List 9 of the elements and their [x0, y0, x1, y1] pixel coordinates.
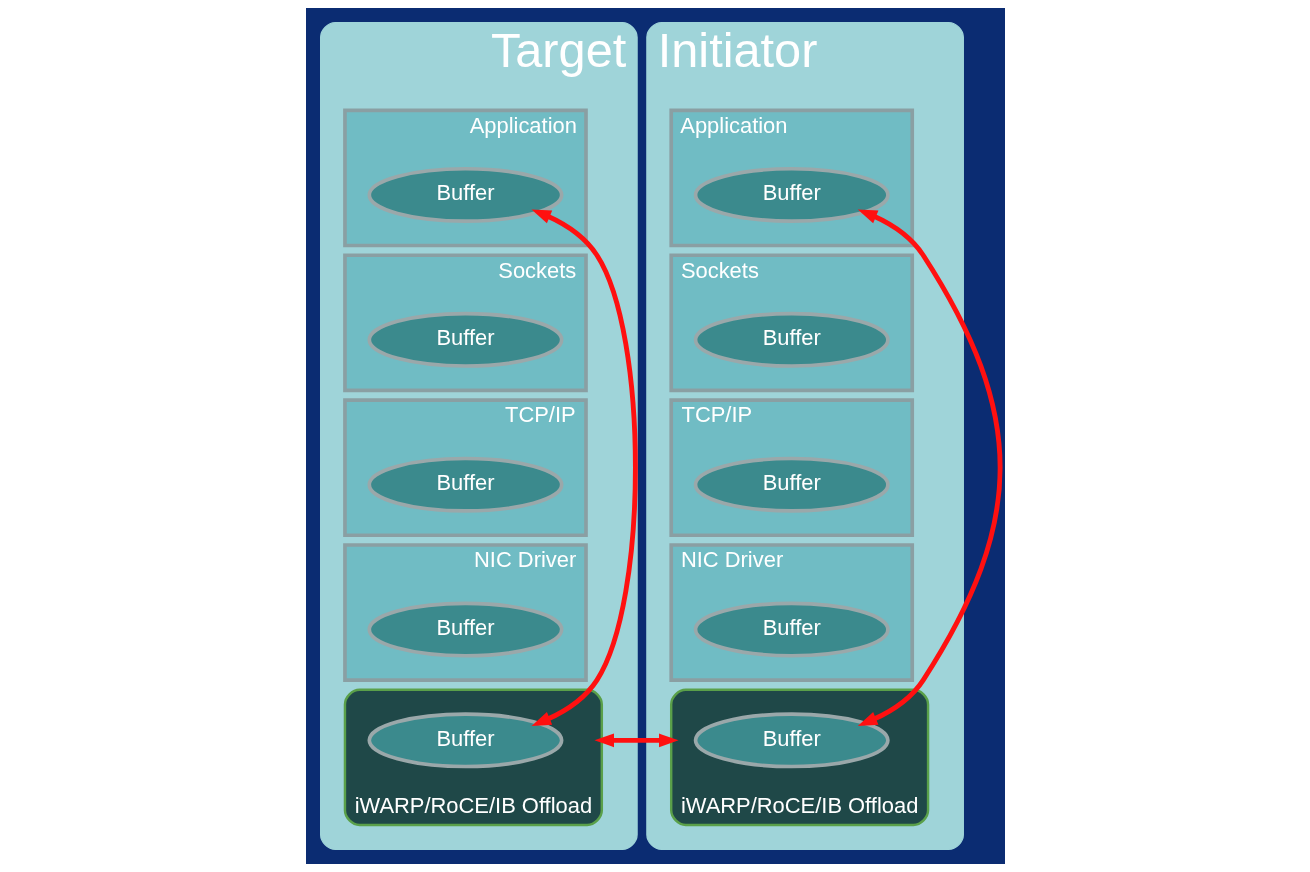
- node-ellipse: Buffer: [366, 311, 563, 368]
- arrow: [857, 209, 1002, 726]
- node-ellipse: Buffer: [693, 601, 890, 658]
- node-ellipse: Buffer: [366, 456, 563, 513]
- node-ellipse: Buffer: [693, 311, 890, 368]
- arrow: [593, 733, 679, 748]
- node-ellipse: Buffer: [366, 601, 563, 658]
- arrow: [531, 209, 638, 726]
- node-ellipse: Buffer: [693, 456, 890, 513]
